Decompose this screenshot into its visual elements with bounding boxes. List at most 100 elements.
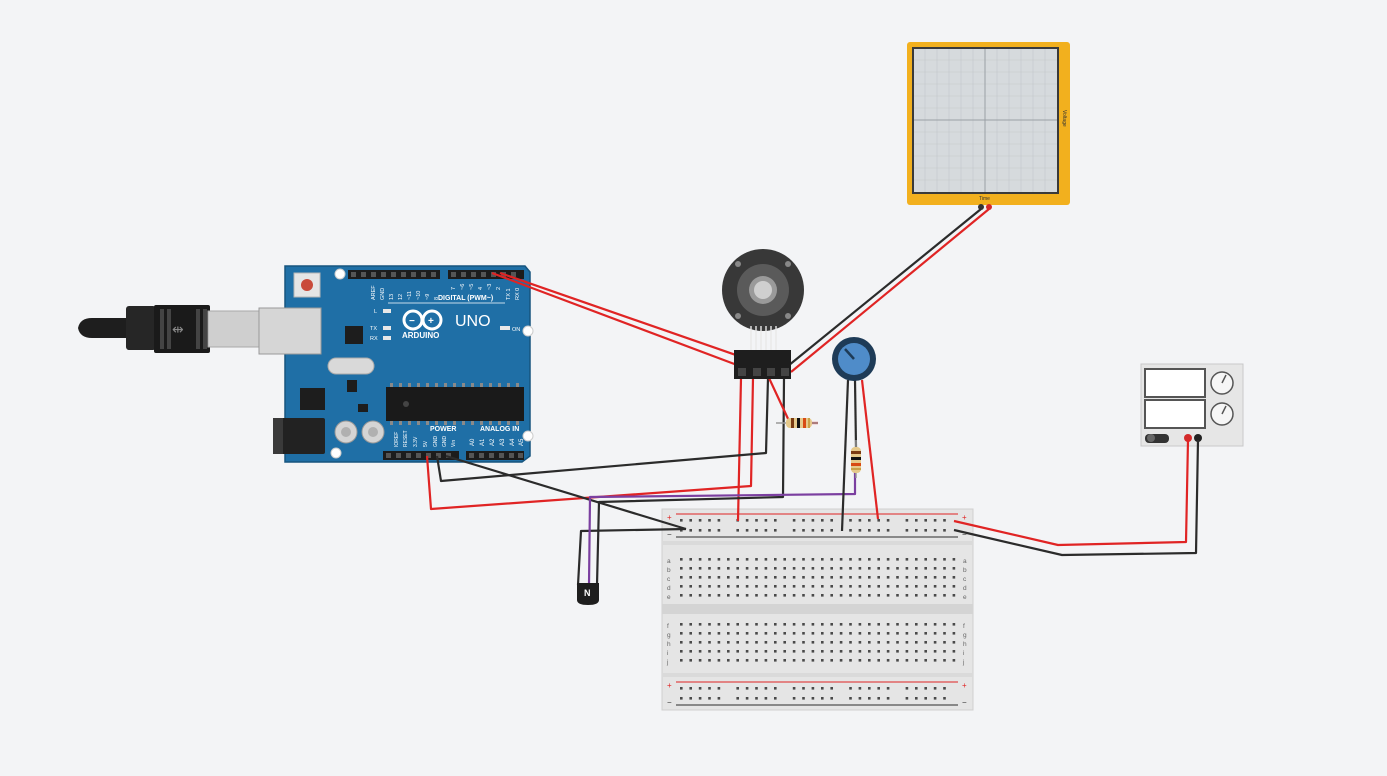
breadboard-hole[interactable] <box>830 659 833 662</box>
breadboard-hole[interactable] <box>821 623 824 626</box>
breadboard-hole[interactable] <box>745 594 749 597</box>
breadboard-hole[interactable] <box>774 594 777 597</box>
breadboard-hole[interactable] <box>755 519 758 522</box>
wire-black-rail-transistor[interactable] <box>576 527 687 586</box>
breadboard-hole[interactable] <box>708 529 711 532</box>
breadboard-hole[interactable] <box>933 529 937 532</box>
breadboard-hole[interactable] <box>905 659 909 662</box>
breadboard-hole[interactable] <box>905 576 909 579</box>
breadboard-hole[interactable] <box>849 585 852 588</box>
breadboard-hole[interactable] <box>915 594 918 597</box>
breadboard-hole[interactable] <box>792 641 796 644</box>
breadboard-hole[interactable] <box>745 585 749 588</box>
breadboard-hole[interactable] <box>689 585 692 588</box>
breadboard-hole[interactable] <box>727 641 730 644</box>
breadboard-hole[interactable] <box>933 641 937 644</box>
breadboard-hole[interactable] <box>952 594 956 597</box>
breadboard-hole[interactable] <box>943 567 946 570</box>
breadboard-hole[interactable] <box>680 623 683 626</box>
breadboard-hole[interactable] <box>943 576 946 579</box>
breadboard-hole[interactable] <box>877 641 880 644</box>
breadboard-hole[interactable] <box>802 697 805 700</box>
wire-black-gnd[interactable] <box>435 377 770 483</box>
breadboard-hole[interactable] <box>708 576 711 579</box>
breadboard-hole[interactable] <box>858 576 862 579</box>
breadboard-hole[interactable] <box>933 567 937 570</box>
breadboard-hole[interactable] <box>689 632 692 635</box>
breadboard-hole[interactable] <box>727 659 730 662</box>
wire-red-scope[interactable] <box>790 208 990 373</box>
breadboard-hole[interactable] <box>745 659 749 662</box>
breadboard-hole[interactable] <box>727 576 730 579</box>
breadboard-hole[interactable] <box>774 529 777 532</box>
rotary-encoder[interactable] <box>722 249 804 379</box>
breadboard-hole[interactable] <box>943 659 946 662</box>
breadboard-hole[interactable] <box>708 650 711 653</box>
breadboard-hole[interactable] <box>886 659 890 662</box>
breadboard-hole[interactable] <box>698 585 702 588</box>
breadboard-hole[interactable] <box>764 519 768 522</box>
breadboard-hole[interactable] <box>811 558 815 561</box>
wire-red-supply[interactable] <box>953 439 1190 547</box>
scope-terminal-neg[interactable] <box>978 204 984 210</box>
wire-red-encoder-rail[interactable] <box>736 377 743 522</box>
breadboard-hole[interactable] <box>830 519 833 522</box>
breadboard-hole[interactable] <box>886 687 890 690</box>
breadboard-hole[interactable] <box>792 585 796 588</box>
breadboard-hole[interactable] <box>830 585 833 588</box>
breadboard-hole[interactable] <box>774 558 777 561</box>
breadboard-hole[interactable] <box>821 632 824 635</box>
breadboard-hole[interactable] <box>924 519 927 522</box>
breadboard-hole[interactable] <box>943 585 946 588</box>
breadboard-hole[interactable] <box>830 687 833 690</box>
breadboard-hole[interactable] <box>736 632 739 635</box>
breadboard-hole[interactable] <box>680 576 683 579</box>
breadboard-hole[interactable] <box>680 687 683 690</box>
breadboard-hole[interactable] <box>745 632 749 635</box>
breadboard-hole[interactable] <box>717 576 721 579</box>
breadboard-hole[interactable] <box>727 650 730 653</box>
breadboard-hole[interactable] <box>905 623 909 626</box>
resistor-vertical[interactable] <box>851 440 861 478</box>
breadboard-hole[interactable] <box>868 529 871 532</box>
breadboard-hole[interactable] <box>745 650 749 653</box>
breadboard-hole[interactable] <box>745 687 749 690</box>
breadboard-hole[interactable] <box>868 687 871 690</box>
breadboard-hole[interactable] <box>877 576 880 579</box>
breadboard-hole[interactable] <box>774 641 777 644</box>
breadboard-hole[interactable] <box>717 632 721 635</box>
breadboard-hole[interactable] <box>802 558 805 561</box>
arduino-uno-board[interactable]: AREF GND 13 12 ~11 ~10 ~9 8 7 ~6 ~5 4 ~3… <box>258 265 534 463</box>
breadboard-hole[interactable] <box>717 697 721 700</box>
breadboard-hole[interactable] <box>792 697 796 700</box>
breadboard-hole[interactable] <box>698 632 702 635</box>
breadboard-hole[interactable] <box>764 585 768 588</box>
breadboard-hole[interactable] <box>839 632 843 635</box>
breadboard-hole[interactable] <box>821 585 824 588</box>
breadboard-hole[interactable] <box>680 632 683 635</box>
breadboard-hole[interactable] <box>698 697 702 700</box>
breadboard-hole[interactable] <box>736 641 739 644</box>
breadboard-hole[interactable] <box>802 659 805 662</box>
breadboard-hole[interactable] <box>868 641 871 644</box>
breadboard-hole[interactable] <box>811 687 815 690</box>
breadboard-hole[interactable] <box>811 650 815 653</box>
breadboard-hole[interactable] <box>896 576 899 579</box>
breadboard-hole[interactable] <box>924 641 927 644</box>
breadboard-hole[interactable] <box>915 585 918 588</box>
breadboard-hole[interactable] <box>877 558 880 561</box>
breadboard-hole[interactable] <box>868 650 871 653</box>
breadboard-hole[interactable] <box>924 659 927 662</box>
breadboard-hole[interactable] <box>905 529 909 532</box>
breadboard-hole[interactable] <box>792 567 796 570</box>
breadboard-hole[interactable] <box>915 576 918 579</box>
breadboard-hole[interactable] <box>764 567 768 570</box>
breadboard-hole[interactable] <box>830 632 833 635</box>
breadboard-hole[interactable] <box>886 567 890 570</box>
breadboard-hole[interactable] <box>708 567 711 570</box>
breadboard-hole[interactable] <box>783 623 786 626</box>
breadboard-hole[interactable] <box>764 632 768 635</box>
breadboard-hole[interactable] <box>839 594 843 597</box>
breadboard-hole[interactable] <box>727 594 730 597</box>
breadboard-hole[interactable] <box>708 519 711 522</box>
